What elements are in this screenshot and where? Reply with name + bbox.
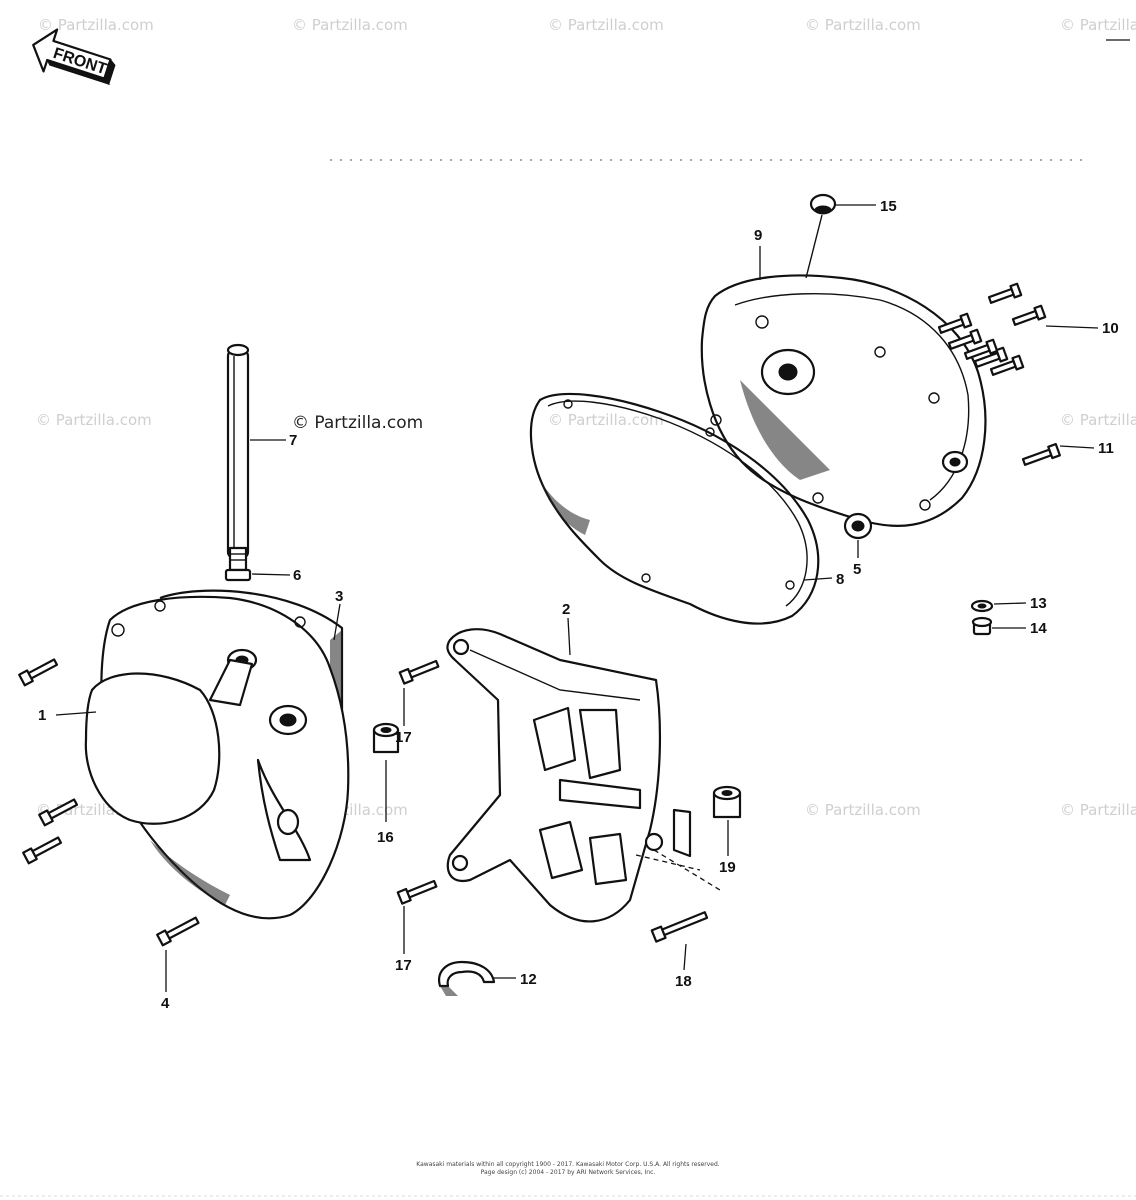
part-4-bolts [18,658,200,947]
watermark: © Partzilla.com [1060,16,1136,34]
part-13-washer [970,599,994,613]
watermark: © Partzilla.com [805,16,921,34]
callout-10: 10 [1102,320,1119,337]
callout-2: 2 [562,601,570,618]
callout-3: 3 [335,588,343,605]
part-15-filler-plug [805,193,837,279]
footer-line-2: Page design (c) 2004 - 2017 by ARI Netwo… [481,1169,656,1176]
callout-13: 13 [1030,595,1047,612]
part-10-bolts [937,282,1047,376]
callout-6: 6 [293,567,301,584]
part-7-oil-tube [226,343,250,560]
part-11-bolt [1021,442,1061,466]
callout-15: 15 [880,198,897,215]
callout-7: 7 [289,432,297,449]
callout-11: 11 [1098,440,1114,457]
part-8-gasket [529,392,820,625]
part-18-bolt [650,911,709,943]
watermark: © Partzilla.com [548,16,664,34]
watermark: © Partzilla.com [1060,411,1136,429]
part-19-collar [712,785,742,819]
callout-17-lower: 17 [395,957,412,974]
callout-leaders [55,204,1099,992]
watermark: © Partzilla.com [1060,801,1136,819]
footer-copyright: Kawasaki materials within all copyright … [416,1161,720,1176]
front-arrow-depth-bottom [46,59,111,86]
watermark: © Partzilla.com [292,16,408,34]
callout-17-upper: 17 [395,729,412,746]
watermark: © Partzilla.com [38,16,154,34]
part-5-oil-seal [843,512,873,540]
part-9-clutch-cover [700,274,987,527]
part-6-fitting [224,546,252,582]
part-12-clip [438,960,496,996]
front-arrow-badge: FRONT [32,28,116,86]
watermark: © Partzilla.com [548,411,664,429]
callout-14: 14 [1030,620,1047,637]
footer-line-1: Kawasaki materials within all copyright … [416,1161,720,1168]
part-14-drain-plug [971,616,993,636]
callout-8: 8 [836,571,844,588]
part-1-engine-cover [84,595,350,920]
watermark: © Partzilla.com [805,801,921,819]
callout-9: 9 [754,227,762,244]
callout-1: 1 [38,707,46,724]
part-16-collar [372,722,400,754]
part-2-sprocket-cover [446,628,721,923]
callout-16: 16 [377,829,394,846]
watermark: © Partzilla.com [36,411,152,429]
callout-4: 4 [161,995,170,1012]
callout-5: 5 [853,561,861,578]
callout-18: 18 [675,973,692,990]
callout-12: 12 [520,971,537,988]
part-17-bolt-lower [396,879,438,905]
callout-19: 19 [719,859,736,876]
part-17-bolt-upper [398,659,440,685]
watermark-main: © Partzilla.com [292,413,423,433]
callout-labels: 1 2 3 4 5 6 7 8 9 10 11 12 13 14 15 16 1… [38,198,1119,1012]
